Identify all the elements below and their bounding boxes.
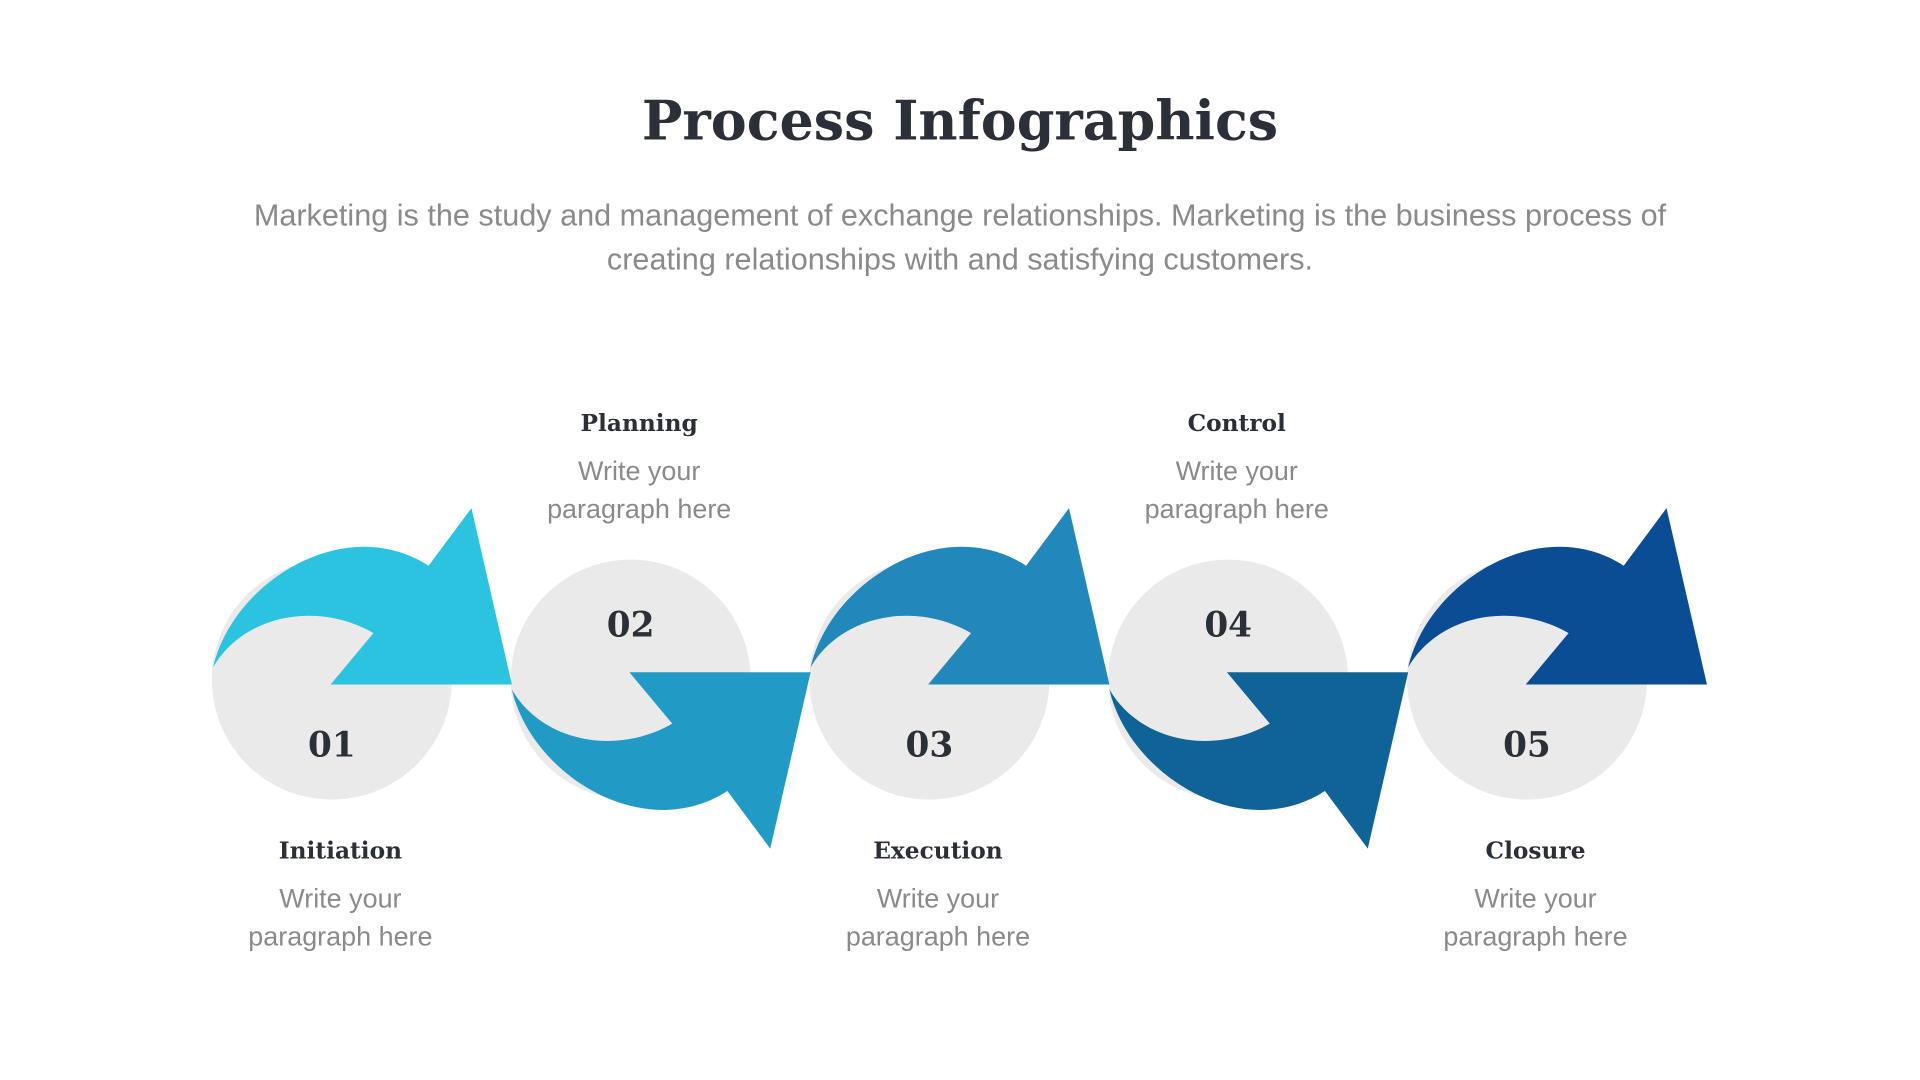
step-number: 04: [1204, 606, 1252, 646]
step-arrow: [1408, 508, 1707, 685]
step-heading: Planning: [580, 410, 698, 438]
step-number: 05: [1503, 726, 1551, 766]
step-heading: Initiation: [278, 837, 403, 865]
step-arrow: [1109, 672, 1409, 849]
step-arrow: [213, 508, 512, 685]
step-text: Write your paragraph here: [1144, 455, 1329, 525]
page-subtitle: Marketing is the study and management of…: [253, 198, 1667, 277]
step-arrow: [511, 672, 811, 849]
step-number: 03: [906, 726, 954, 766]
step-arrow: [810, 508, 1110, 685]
step-text: Write your paragraph here: [1443, 882, 1628, 952]
step-text: Write your paragraph here: [845, 882, 1031, 952]
step-heading: Control: [1187, 410, 1286, 438]
step-heading: Closure: [1485, 837, 1586, 865]
step-text: Write your paragraph here: [248, 882, 433, 952]
step-text: Write your paragraph here: [547, 455, 732, 525]
step-heading: Execution: [873, 837, 1003, 865]
step-number: 01: [308, 726, 356, 766]
step-number: 02: [607, 606, 655, 646]
page-title: Process Infographics: [641, 90, 1279, 154]
